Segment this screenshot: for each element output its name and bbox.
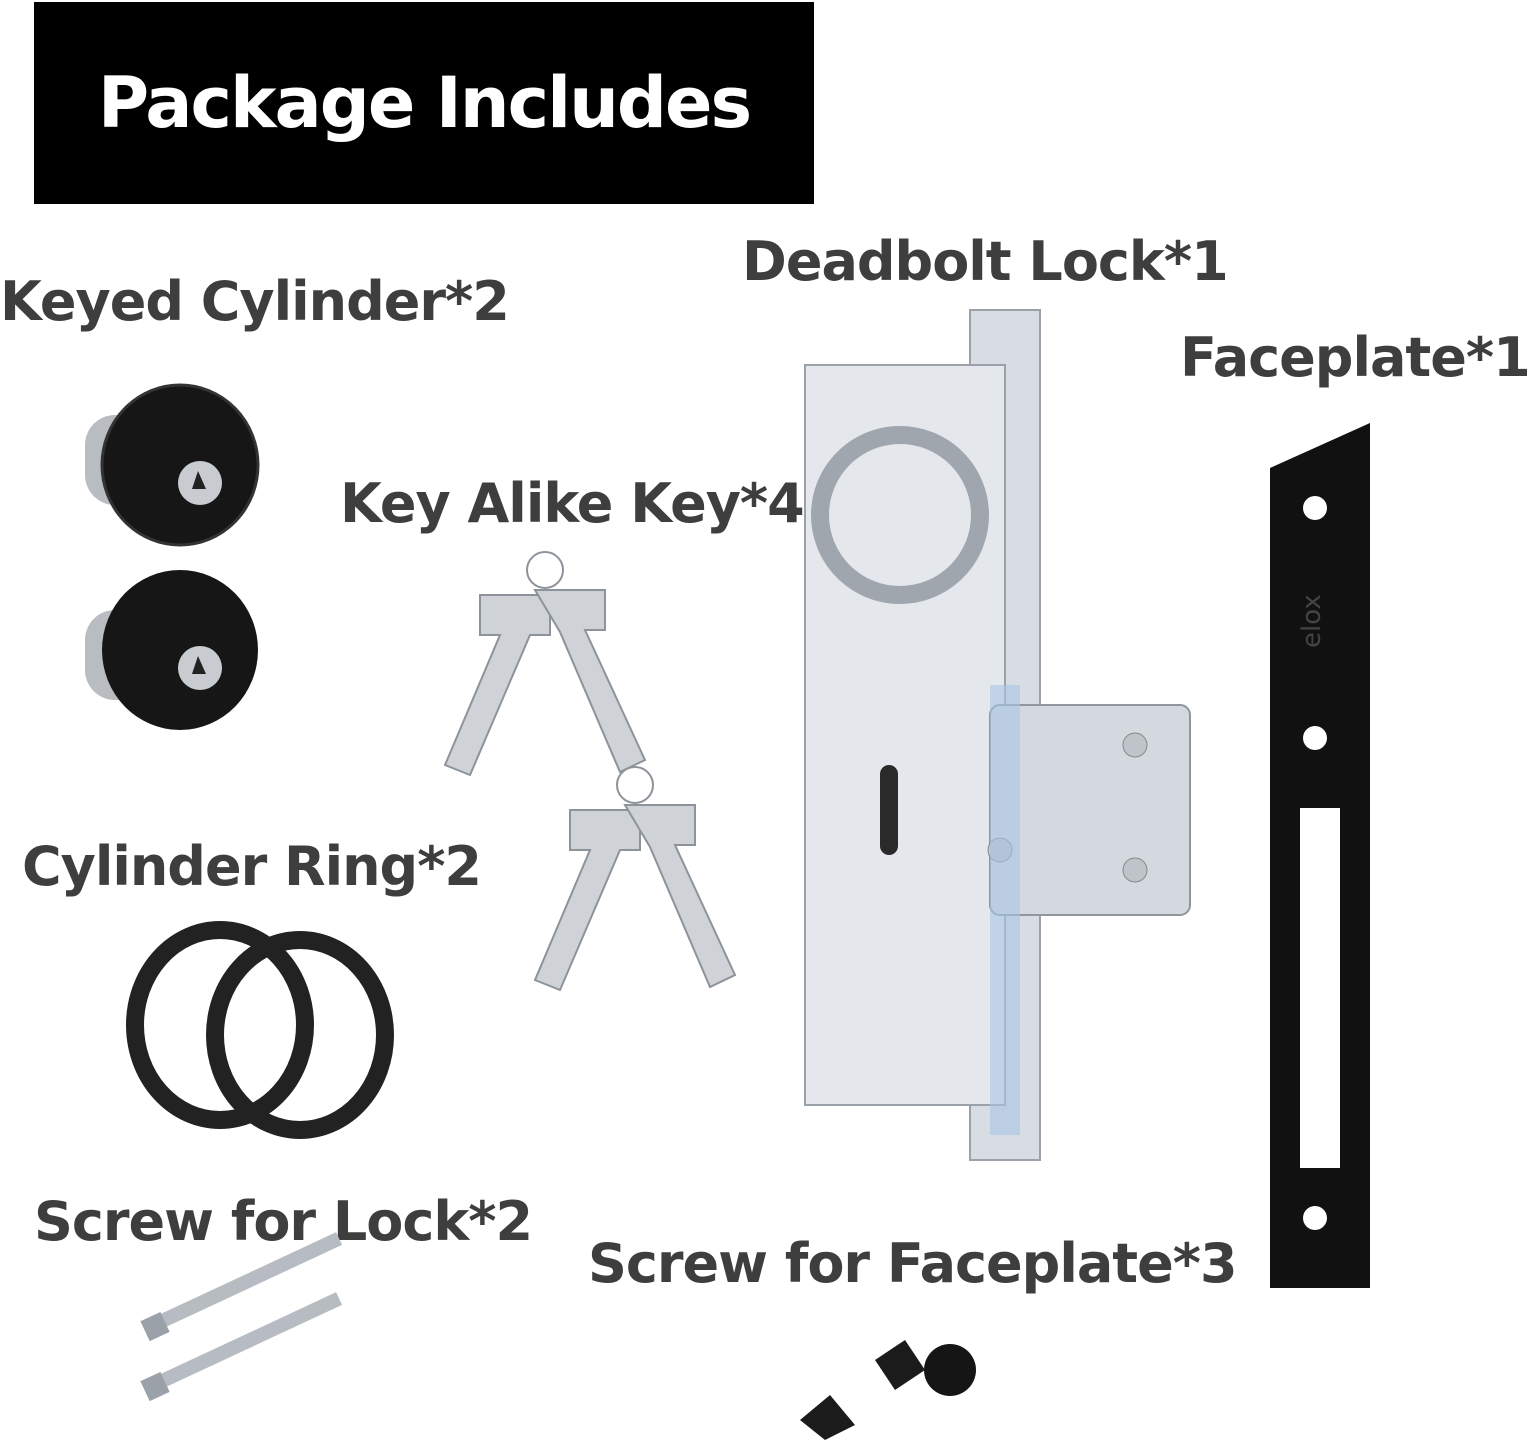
label-deadbolt-lock: Deadbolt Lock*1 <box>742 230 1229 293</box>
cylinder-2 <box>85 570 258 730</box>
label-screw-faceplate: Screw for Faceplate*3 <box>588 1232 1238 1295</box>
screw-2 <box>140 1292 343 1402</box>
cylinder-1 <box>85 383 260 547</box>
key-pair-1 <box>443 551 647 777</box>
brand-logo: elox <box>1297 594 1327 648</box>
faceplate-image: elox <box>1270 423 1370 1288</box>
deadbolt-lock-image <box>804 309 1191 1161</box>
label-keyed-cylinder: Keyed Cylinder*2 <box>0 270 510 333</box>
banner-title: Package Includes <box>97 62 752 144</box>
title-banner: Package Includes <box>34 2 814 204</box>
label-key-alike-key: Key Alike Key*4 <box>340 472 805 535</box>
cylinder-ring-image <box>126 921 394 1139</box>
label-faceplate: Faceplate*1 <box>1180 326 1530 389</box>
label-cylinder-ring: Cylinder Ring*2 <box>22 835 482 898</box>
screw-1 <box>140 1232 343 1342</box>
label-screw-lock: Screw for Lock*2 <box>34 1190 533 1253</box>
screw-lock-image <box>140 1232 343 1402</box>
keys-image <box>443 551 737 992</box>
screw-faceplate-image <box>800 1340 976 1440</box>
key-pair-2 <box>533 766 737 992</box>
keyed-cylinder-image <box>85 383 260 730</box>
